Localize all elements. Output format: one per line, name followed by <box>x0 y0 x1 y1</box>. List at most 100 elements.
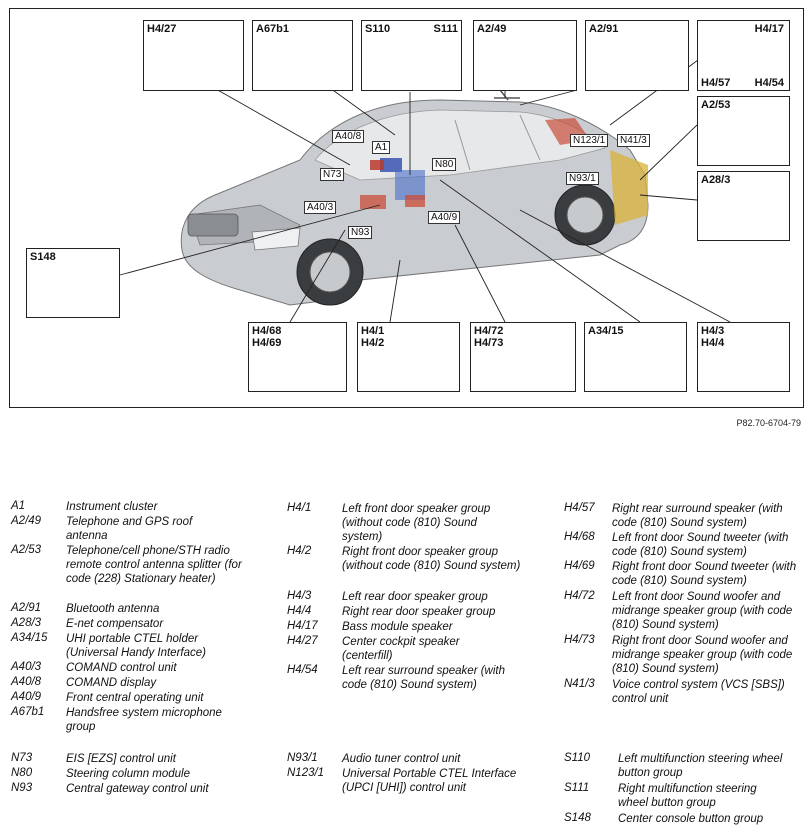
legend-code: H4/3 <box>287 590 312 602</box>
legend-code: A2/91 <box>11 602 42 614</box>
callout-label: S111 <box>433 23 458 35</box>
legend-code: A2/53 <box>11 544 42 556</box>
legend-code: N93 <box>11 782 33 794</box>
car-tag: N93/1 <box>566 172 599 185</box>
callout-box-h4-72: H4/72 H4/73 <box>470 322 576 392</box>
car-tag: N80 <box>432 158 457 171</box>
legend-desc: COMAND control unit <box>66 662 177 674</box>
callout-label: H4/68 <box>252 325 282 337</box>
legend-code: A2/49 <box>11 515 42 527</box>
legend-code: H4/1 <box>287 502 312 514</box>
legend-desc: Voice control system (VCS [SBS]) control… <box>612 679 785 705</box>
legend-code: A40/9 <box>11 691 42 703</box>
legend-desc: Handsfree system microphone group <box>66 707 222 733</box>
legend-desc: Universal Portable CTEL Interface (UPCI … <box>342 768 517 794</box>
legend-desc: Left front door Sound woofer and midrang… <box>612 591 793 631</box>
car-tag: A40/9 <box>428 211 461 224</box>
legend-desc: Left rear surround speaker (with code (8… <box>342 665 505 691</box>
legend-desc: Telephone and GPS roof antenna <box>66 516 193 542</box>
legend-code: H4/68 <box>564 531 595 543</box>
legend-code: H4/72 <box>564 590 595 602</box>
legend-desc: Left multifunction steering wheel button… <box>618 753 783 779</box>
legend-code: N93/1 <box>287 752 318 764</box>
legend-desc: UHI portable CTEL holder (Universal Hand… <box>66 633 206 659</box>
reference-code: P82.70-6704-79 <box>736 418 801 428</box>
legend-desc: Right front door speaker group (without … <box>342 546 521 572</box>
legend-code: S148 <box>564 812 591 824</box>
legend-desc: Central gateway control unit <box>66 783 209 795</box>
callout-box-a28-3: A28/3 <box>697 171 790 241</box>
callout-box-h4-27: H4/27 <box>143 20 244 91</box>
car-tag: N73 <box>320 168 345 181</box>
callout-box-s110-s111: S110 S111 <box>361 20 462 91</box>
legend-code: A34/15 <box>11 632 48 644</box>
callout-label: H4/72 <box>474 325 504 337</box>
callout-label: H4/73 <box>474 337 504 349</box>
legend-desc: COMAND display <box>66 677 157 689</box>
legend-code: A1 <box>11 500 26 512</box>
callout-box-a2-49: A2/49 <box>473 20 577 91</box>
legend-desc: Right rear surround speaker (with code (… <box>612 503 783 529</box>
legend-desc: Right rear door speaker group <box>342 606 496 618</box>
callout-label: A2/53 <box>701 99 731 111</box>
car-tag: N41/3 <box>617 134 650 147</box>
car-tag: N93 <box>348 226 373 239</box>
callout-label: A2/91 <box>589 23 619 35</box>
legend-desc: Front central operating unit <box>66 692 204 704</box>
legend-code: H4/69 <box>564 560 595 572</box>
callout-label: H4/4 <box>701 337 725 349</box>
legend-desc: Right front door Sound woofer and midran… <box>612 635 793 675</box>
legend-code: A28/3 <box>11 617 42 629</box>
callout-label: H4/57 <box>701 77 731 89</box>
legend-code: N41/3 <box>564 678 595 690</box>
callout-label: H4/27 <box>147 23 177 35</box>
callout-box-a34-15: A34/15 <box>584 322 687 392</box>
callout-box-a2-91: A2/91 <box>585 20 689 91</box>
legend-desc: Left front door speaker group (without c… <box>342 503 491 543</box>
legend-code: A67b1 <box>11 706 45 718</box>
callout-label: A67b1 <box>256 23 290 35</box>
legend-desc: E-net compensator <box>66 618 164 630</box>
legend-code: H4/54 <box>287 664 318 676</box>
callout-box-a2-53: A2/53 <box>697 96 790 166</box>
car-tag: A40/8 <box>332 130 365 143</box>
callout-label: S148 <box>30 251 56 263</box>
legend-code: H4/73 <box>564 634 595 646</box>
legend-desc: Center console button group <box>618 813 764 825</box>
legend-code: H4/2 <box>287 545 312 557</box>
legend-desc: EIS [EZS] control unit <box>66 753 176 765</box>
legend-code: S110 <box>564 752 591 764</box>
legend-desc: Instrument cluster <box>66 501 158 513</box>
legend-desc: Bass module speaker <box>342 621 453 633</box>
legend-code: N123/1 <box>287 767 325 779</box>
callout-label: H4/17 <box>754 23 784 35</box>
callout-label: S110 <box>365 23 391 35</box>
callout-box-h4-17: H4/17 H4/57 H4/54 <box>697 20 790 91</box>
legend-desc: Right multifunction steering wheel butto… <box>618 783 757 809</box>
legend-desc: Steering column module <box>66 768 191 780</box>
callout-box-s148: S148 <box>26 248 120 318</box>
car-illustration <box>180 89 649 306</box>
car-tag: A1 <box>372 141 391 154</box>
legend-code: S111 <box>564 782 590 794</box>
legend-code: H4/17 <box>287 620 318 632</box>
legend-desc: Bluetooth antenna <box>66 603 160 615</box>
legend-code: H4/4 <box>287 605 312 617</box>
callout-label: H4/1 <box>361 325 385 337</box>
legend-code: A40/3 <box>11 661 42 673</box>
legend-code: H4/57 <box>564 502 595 514</box>
callout-label: A34/15 <box>588 325 624 337</box>
legend-code: A40/8 <box>11 676 42 688</box>
callout-label: H4/3 <box>701 325 725 337</box>
legend-desc: Left front door Sound tweeter (with code… <box>612 532 789 558</box>
callout-label: H4/69 <box>252 337 282 349</box>
car-tag: A40/3 <box>304 201 337 214</box>
legend-desc: Audio tuner control unit <box>342 753 461 765</box>
callout-box-h4-68: H4/68 H4/69 <box>248 322 347 392</box>
callout-label: H4/2 <box>361 337 385 349</box>
legend-desc: Center cockpit speaker (centerfill) <box>342 636 460 662</box>
legend-code: N73 <box>11 752 33 764</box>
callout-box-h4-1: H4/1 H4/2 <box>357 322 460 392</box>
callout-box-a67b1: A67b1 <box>252 20 353 91</box>
legend-desc: Left rear door speaker group <box>342 591 488 603</box>
